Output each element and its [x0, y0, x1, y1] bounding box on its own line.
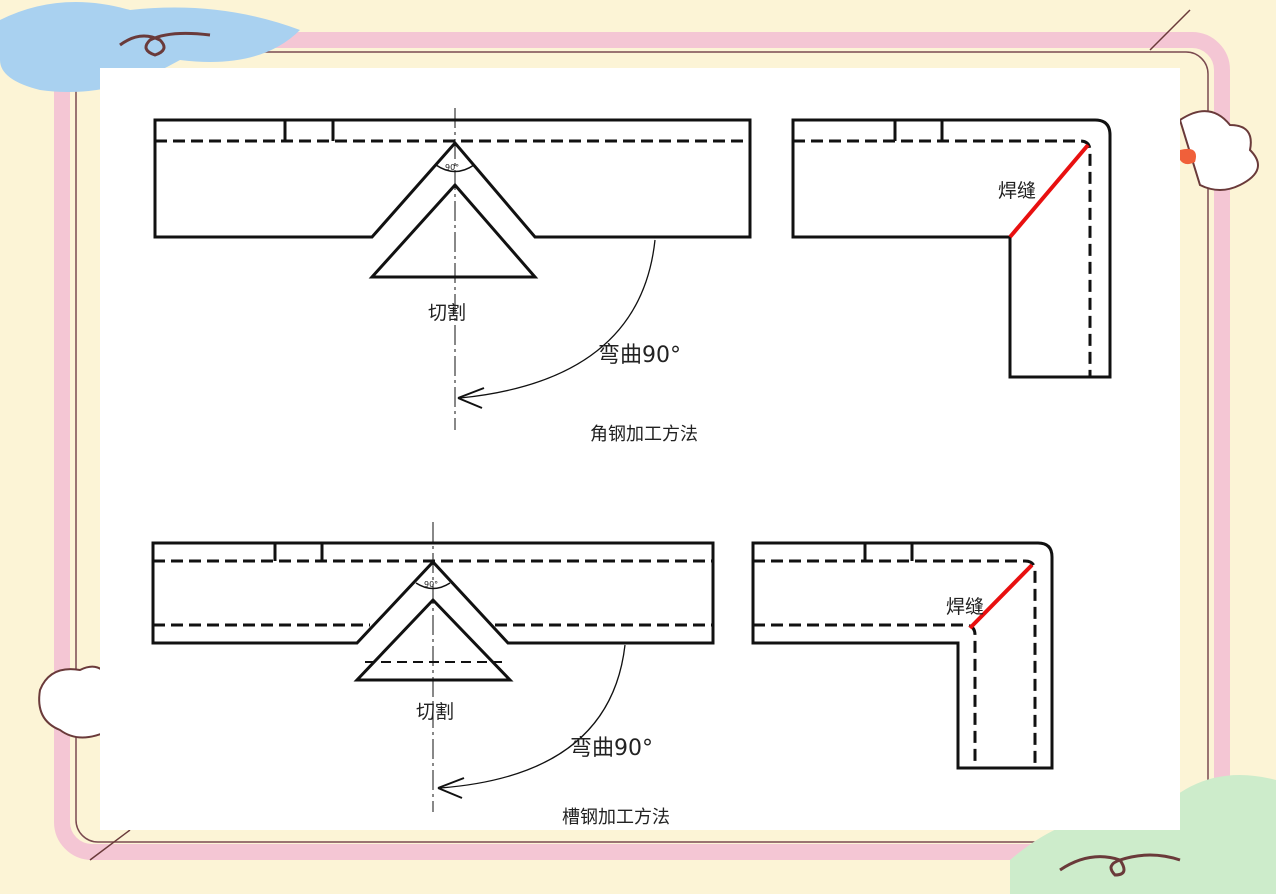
- swirl: [1059, 853, 1181, 877]
- angle-label: 90°: [445, 163, 460, 172]
- angle-arc: [415, 582, 451, 590]
- arrow-head-icon: [457, 387, 485, 409]
- blue-cloud: [0, 2, 300, 92]
- weld-label: 焊缝: [946, 596, 985, 618]
- bend-label: 弯曲90°: [598, 343, 681, 368]
- bend-label: 弯曲90°: [570, 736, 653, 761]
- pink-border: [54, 32, 1230, 860]
- bend-arrow: [439, 644, 626, 789]
- flower-left: [38, 665, 111, 739]
- flower-right: [1178, 110, 1259, 191]
- weld-seam: [968, 563, 1034, 630]
- cut-triangle: [368, 182, 539, 279]
- weld-label: 焊缝: [998, 180, 1037, 202]
- inner-border: [75, 51, 1209, 843]
- channel-steel-diagram: [151, 522, 1054, 812]
- weld-seam: [1008, 143, 1090, 239]
- caption: 角钢加工方法: [590, 424, 698, 445]
- angle-steel-diagram: [153, 108, 1112, 430]
- caption: 槽钢加工方法: [562, 807, 670, 828]
- green-cloud: [1010, 775, 1276, 894]
- swirl: [119, 31, 211, 57]
- bent-channel-steel: [751, 541, 1054, 770]
- bend-arrow: [459, 239, 656, 399]
- hidden-line: [793, 139, 1092, 377]
- bent-angle-steel: [791, 118, 1112, 379]
- drawing-panel: [100, 68, 1180, 830]
- cut-label: 切割: [428, 302, 467, 324]
- flower-center: [1180, 148, 1196, 165]
- cut-label: 切割: [416, 701, 455, 723]
- angle-label: 90°: [424, 580, 439, 589]
- angle-arc: [435, 164, 475, 173]
- hidden-line: [753, 559, 1037, 768]
- arrow-head-icon: [437, 777, 465, 799]
